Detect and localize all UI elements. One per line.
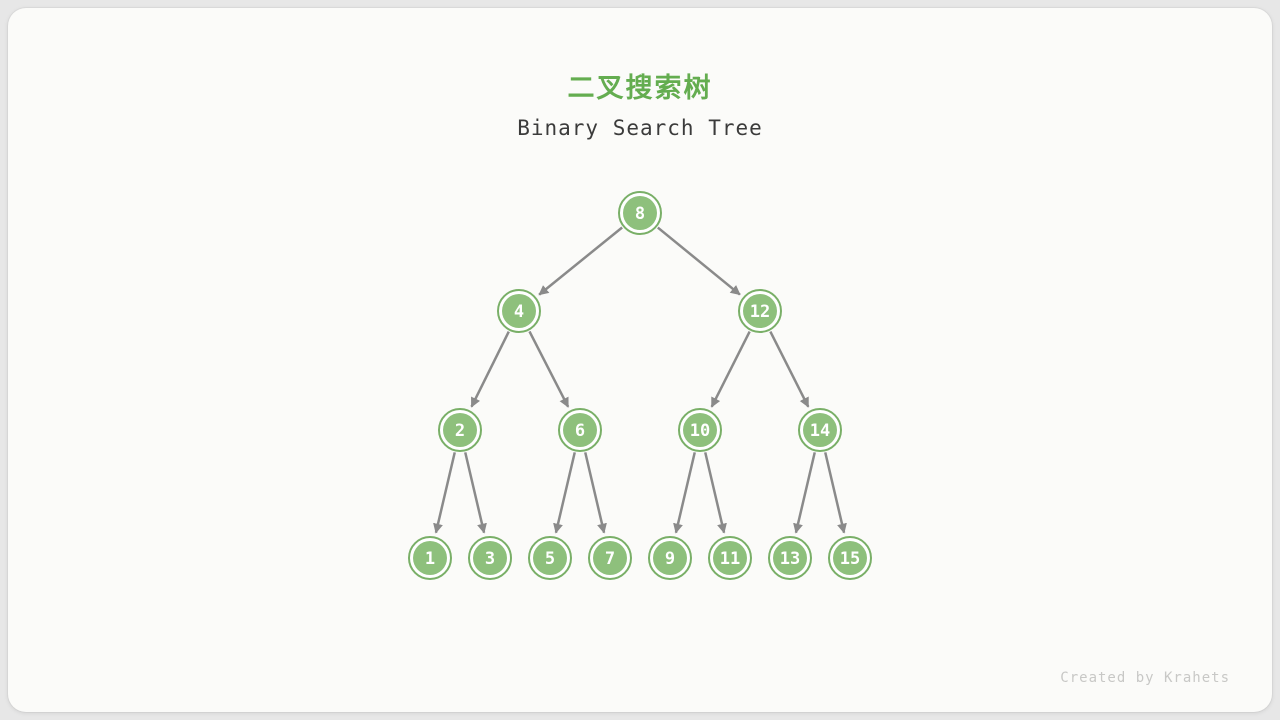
page-subtitle: Binary Search Tree: [517, 116, 763, 140]
card: 二叉搜索树 Binary Search Tree Created by Krah…: [8, 8, 1272, 712]
page-title: 二叉搜索树: [567, 73, 713, 104]
credit-text: Created by Krahets: [1060, 670, 1230, 686]
